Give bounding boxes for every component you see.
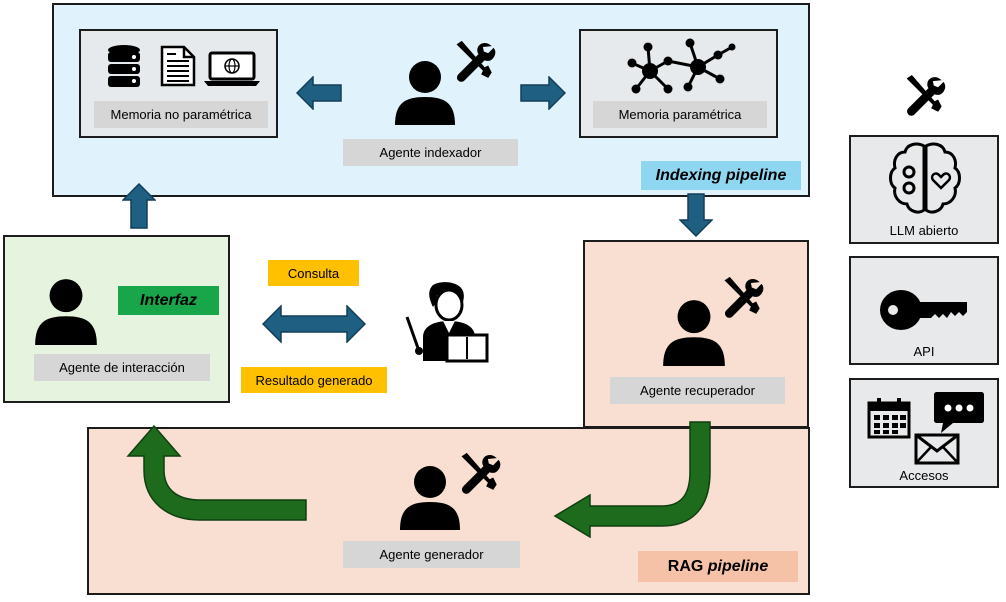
arrow-double-blue [262,305,366,343]
arrow-up-blue [122,183,156,229]
agente-generador-label: Agente generador [343,541,520,568]
tools-column-icon [903,75,947,117]
rag-pipeline-title-italic: pipeline [707,557,769,575]
calendar-icon [867,397,911,439]
network-graph-icon [622,37,736,97]
rag-pipeline-title: RAG pipeline [638,551,798,582]
chat-bubble-icon [933,390,985,434]
arrow-curved-green-left [126,424,308,528]
memoria-parametrica-label: Memoria paramétrica [593,101,767,128]
interaccion-person-icon [34,273,98,345]
teacher-icon [403,281,491,363]
accesos-label: Accesos [899,468,949,483]
arrow-left-blue [296,76,342,110]
envelope-icon [914,433,960,465]
indexing-pipeline-title-text: Indexing pipeline [655,166,787,184]
resultado-generado-label: Resultado generado [241,367,387,393]
indexador-tools-icon [453,40,497,84]
arrow-right-blue [520,76,566,110]
key-icon [879,286,971,334]
rag-pipeline-title-prefix: RAG [667,557,708,575]
generador-tools-icon [458,452,502,496]
interfaz-title: Interfaz [118,286,219,315]
document-icon [160,45,196,87]
arrow-curved-green-right [552,420,716,538]
indexing-pipeline-title: Indexing pipeline [641,161,801,190]
memoria-no-parametrica-label: Memoria no paramétrica [94,101,268,128]
indexador-person-icon [395,55,455,125]
arrow-down-blue [679,193,713,237]
laptop-globe-icon [204,51,260,87]
recuperador-tools-icon [721,276,765,320]
consulta-label: Consulta [268,260,359,286]
llm-abierto-label: LLM abierto [889,223,959,238]
interfaz-title-text: Interfaz [140,291,197,309]
recuperador-person-icon [662,294,726,366]
agente-recuperador-label: Agente recuperador [610,377,785,404]
generador-person-icon [398,460,462,530]
agente-interaccion-label: Agente de interacción [34,354,210,381]
api-label: API [913,344,935,359]
database-icon [107,44,141,88]
agente-indexador-label: Agente indexador [343,139,518,166]
brain-icon [887,140,963,216]
